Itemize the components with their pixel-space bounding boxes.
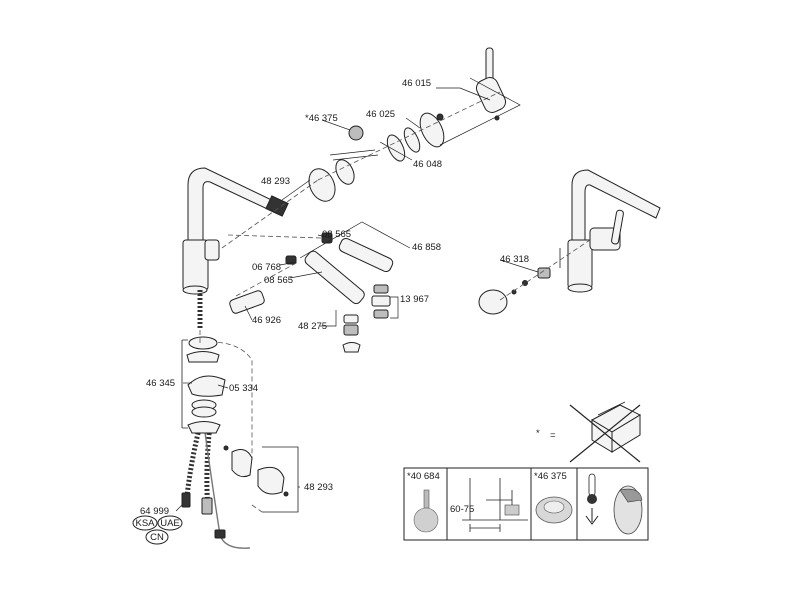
temperature-lever-icon: [613, 485, 643, 535]
pull-out-spray-parts: [229, 232, 394, 353]
badge-cn-outline: [145, 529, 169, 545]
label-48293-bottom: 48 293: [304, 482, 333, 493]
part-labels: 46 015 46 025 *46 375 46 048 48 293 08 5…: [140, 78, 529, 517]
label-48275: 48 275: [298, 321, 327, 332]
infobox-cell1-label: *40 684: [407, 471, 440, 482]
label-48293-top: 48 293: [261, 176, 290, 187]
lever-icon: [413, 489, 439, 533]
cartridge-assembly: [308, 112, 445, 202]
badge-ksa-outline: [132, 515, 158, 531]
faucet-body-left: [182, 167, 289, 295]
label-46345: 46 345: [146, 378, 175, 389]
badge-uae-outline: [157, 515, 183, 531]
not-included-legend: * =: [536, 401, 642, 463]
assembly-axes: [221, 91, 501, 297]
label-46015: 46 015: [402, 78, 431, 89]
mounting-dimension-icon: [462, 478, 528, 532]
label-46375: *46 375: [305, 113, 338, 124]
leader-lines: [175, 77, 539, 512]
label-06768: 06 768: [252, 262, 281, 273]
legend-equals: =: [550, 430, 556, 441]
cross-out-icon: [569, 404, 641, 463]
badge-cn: CN: [150, 532, 164, 543]
label-46025: 46 025: [366, 109, 395, 120]
lever-handle-top: [475, 47, 507, 121]
label-46048: 46 048: [413, 159, 442, 170]
label-13967: 13 967: [400, 294, 429, 305]
infobox-dimension: 60-75: [450, 504, 474, 515]
spray-holder: [223, 445, 299, 513]
faucet-assembled-right: [559, 169, 661, 293]
label-46926: 46 926: [252, 315, 281, 326]
label-08565-bottom: 08 565: [264, 275, 293, 286]
info-box: *40 684 60-75 *46 375: [403, 467, 649, 541]
arrow-down-icon: [585, 508, 599, 525]
label-05334: 05 334: [229, 383, 258, 394]
valve-46318-parts: [478, 239, 591, 315]
infobox-cell3-label: *46 375: [534, 471, 567, 482]
legend-asterisk: *: [536, 428, 540, 439]
label-64999: 64 999: [140, 506, 169, 517]
label-08565-top: 08 565: [322, 229, 351, 240]
region-badges: KSA UAE CN: [132, 515, 183, 545]
mounting-kit: [181, 330, 226, 434]
label-46858: 46 858: [412, 242, 441, 253]
limiter-disc-icon: [535, 496, 573, 524]
spare-box-icon: [590, 401, 642, 453]
label-46318: 46 318: [500, 254, 529, 265]
hose-lower: [181, 290, 253, 549]
badge-uae: UAE: [160, 518, 180, 529]
thermometer-icon: [587, 473, 597, 504]
badge-ksa: KSA: [135, 518, 155, 529]
